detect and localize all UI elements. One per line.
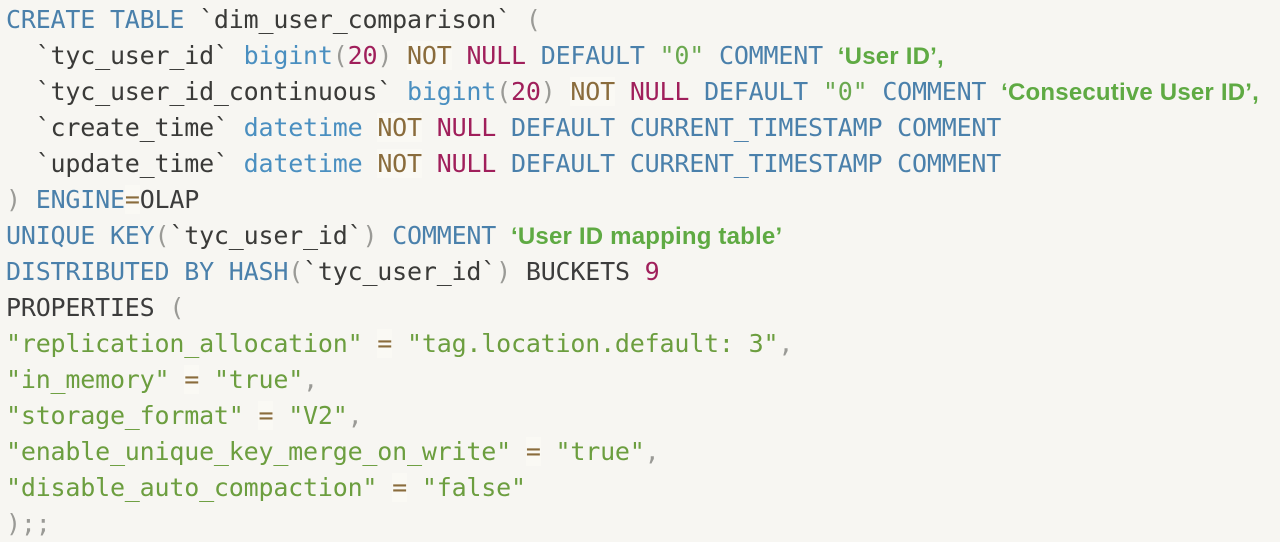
- equals-operator: =: [392, 473, 408, 502]
- keyword-default: DEFAULT: [540, 41, 645, 70]
- code-line-2: `tyc_user_id` bigint(20) NOT NULL DEFAUL…: [0, 38, 1280, 74]
- keyword-default: DEFAULT: [704, 77, 809, 106]
- code-line-3: `tyc_user_id_continuous` bigint(20) NOT …: [0, 74, 1280, 110]
- keyword-comment: COMMENT: [897, 149, 1002, 178]
- keyword-null: NULL: [466, 41, 526, 70]
- property-value: "true": [213, 365, 304, 394]
- code-line-12: "storage_format" = "V2",: [0, 398, 1280, 434]
- equals-operator: =: [377, 329, 393, 358]
- keyword-default: DEFAULT: [511, 149, 615, 178]
- keyword-comment: COMMENT: [882, 77, 987, 106]
- open-paren: (: [332, 41, 348, 70]
- keyword-unique-key: UNIQUE KEY: [6, 221, 155, 250]
- keyword-not: NOT: [377, 149, 422, 178]
- close-paren: ): [362, 221, 378, 250]
- column-type-datetime: datetime: [243, 113, 363, 142]
- keyword-null: NULL: [436, 149, 497, 178]
- keyword-null: NULL: [436, 113, 497, 142]
- comma: ,: [778, 329, 794, 358]
- keyword-properties: PROPERTIES: [6, 293, 155, 322]
- keyword-create-table: CREATE TABLE: [6, 5, 185, 34]
- code-line-1: CREATE TABLE `dim_user_comparison` (: [0, 2, 1280, 38]
- type-length: 20: [347, 41, 378, 70]
- default-value-current-timestamp: CURRENT_TIMESTAMP: [629, 113, 883, 142]
- keyword-not: NOT: [570, 77, 615, 106]
- keyword-default: DEFAULT: [511, 113, 615, 142]
- property-key-storage-format: "storage_format": [6, 401, 244, 430]
- keyword-null: NULL: [629, 77, 690, 106]
- type-length: 20: [510, 77, 541, 106]
- column-name-update-time: `update_time`: [35, 149, 229, 178]
- code-line-10: "replication_allocation" = "tag.location…: [0, 326, 1280, 362]
- code-line-14: "disable_auto_compaction" = "false": [0, 470, 1280, 506]
- table-name-identifier: `dim_user_comparison`: [199, 5, 511, 34]
- default-value-current-timestamp: CURRENT_TIMESTAMP: [629, 149, 883, 178]
- column-type-bigint: bigint: [243, 41, 333, 70]
- property-value: "V2": [288, 401, 348, 430]
- keyword-not: NOT: [407, 41, 452, 70]
- property-key-replication-allocation: "replication_allocation": [6, 329, 363, 358]
- close-paren: ): [540, 77, 556, 106]
- keyword-comment: COMMENT: [718, 41, 823, 70]
- open-paren: (: [525, 5, 541, 34]
- keyword-distributed-by-hash: DISTRIBUTED BY HASH: [6, 257, 289, 286]
- comma: ,: [303, 365, 318, 394]
- keyword-comment: COMMENT: [897, 113, 1002, 142]
- code-line-6: ) ENGINE=OLAP: [0, 182, 1280, 218]
- column-comment-text: ‘User ID’,: [837, 43, 944, 70]
- column-name-tyc-user-id-continuous: `tyc_user_id_continuous`: [35, 77, 393, 106]
- close-paren: ): [496, 257, 511, 286]
- buckets-value: 9: [644, 257, 660, 286]
- statement-terminator: );;: [6, 509, 51, 538]
- comma: ,: [347, 401, 363, 430]
- close-paren: ): [6, 185, 21, 214]
- equals-operator: =: [525, 437, 541, 466]
- property-key-in-memory: "in_memory": [6, 365, 170, 394]
- property-value: "true": [555, 437, 645, 466]
- keyword-engine: ENGINE: [35, 185, 125, 214]
- default-value: "0": [659, 41, 705, 70]
- equals-operator: =: [258, 401, 274, 430]
- equals-operator: =: [184, 365, 200, 394]
- comma: ,: [644, 437, 660, 466]
- open-paren: (: [154, 221, 170, 250]
- column-type-bigint: bigint: [407, 77, 497, 106]
- code-line-7: UNIQUE KEY(`tyc_user_id`) COMMENT ‘User …: [0, 218, 1280, 254]
- open-paren: (: [169, 293, 185, 322]
- code-line-15: );;: [0, 506, 1280, 542]
- engine-value-olap: OLAP: [139, 185, 200, 214]
- column-name-tyc-user-id: `tyc_user_id`: [35, 41, 229, 70]
- code-line-5: `update_time` datetime NOT NULL DEFAULT …: [0, 146, 1280, 182]
- property-key-enable-unique-key-merge-on-write: "enable_unique_key_merge_on_write": [6, 437, 511, 466]
- property-value: "false": [421, 473, 526, 502]
- close-paren: ): [377, 41, 393, 70]
- property-value: "tag.location.default: 3": [407, 329, 779, 358]
- code-line-9: PROPERTIES (: [0, 290, 1280, 326]
- column-type-datetime: datetime: [243, 149, 363, 178]
- code-line-4: `create_time` datetime NOT NULL DEFAULT …: [0, 110, 1280, 146]
- code-line-11: "in_memory" = "true",: [0, 362, 1280, 398]
- keyword-comment: COMMENT: [392, 221, 497, 250]
- property-key-disable-auto-compaction: "disable_auto_compaction": [6, 473, 378, 502]
- open-paren: (: [288, 257, 304, 286]
- code-line-8: DISTRIBUTED BY HASH(`tyc_user_id`) BUCKE…: [0, 254, 1280, 290]
- table-comment-text: ‘User ID mapping table’: [511, 223, 783, 250]
- keyword-not: NOT: [377, 113, 422, 142]
- keyword-buckets: BUCKETS: [525, 257, 630, 286]
- equals-operator: =: [124, 185, 140, 214]
- open-paren: (: [496, 77, 511, 106]
- unique-key-column: `tyc_user_id`: [169, 221, 363, 250]
- column-comment-text: ‘Consecutive User ID’,: [1001, 79, 1259, 106]
- column-name-create-time: `create_time`: [35, 113, 229, 142]
- code-line-13: "enable_unique_key_merge_on_write" = "tr…: [0, 434, 1280, 470]
- default-value: "0": [822, 77, 868, 106]
- hash-column: `tyc_user_id`: [303, 257, 497, 286]
